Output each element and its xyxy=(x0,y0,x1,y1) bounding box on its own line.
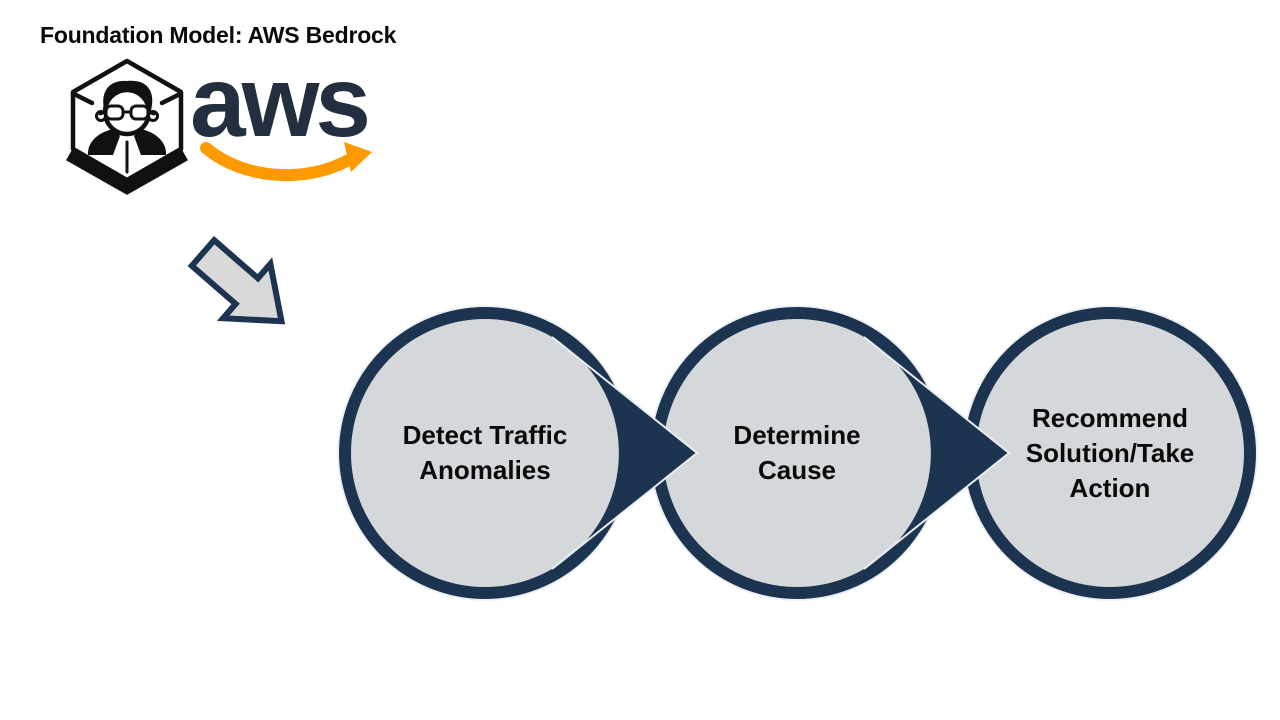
step-connector-arrow-2 xyxy=(863,336,1011,570)
hair xyxy=(103,80,153,110)
glasses xyxy=(98,104,156,121)
aws-smile-arrow-icon xyxy=(200,142,372,181)
step-label-1: Detect Traffic Anomalies xyxy=(402,420,568,485)
step-connector-arrow-1 xyxy=(551,336,699,570)
person-avatar xyxy=(88,80,166,174)
hexagon-base-chevron xyxy=(66,149,188,195)
persona-hexagon-icon xyxy=(66,58,188,195)
aws-wordmark: aws xyxy=(190,46,371,158)
slide-title: Foundation Model: AWS Bedrock xyxy=(40,22,397,48)
step-label-3: Recommend Solution/Take Action xyxy=(1025,402,1195,503)
shoulders xyxy=(88,129,166,174)
step-label-2: Determine Cause xyxy=(733,420,861,485)
down-right-arrow-icon xyxy=(187,235,286,325)
